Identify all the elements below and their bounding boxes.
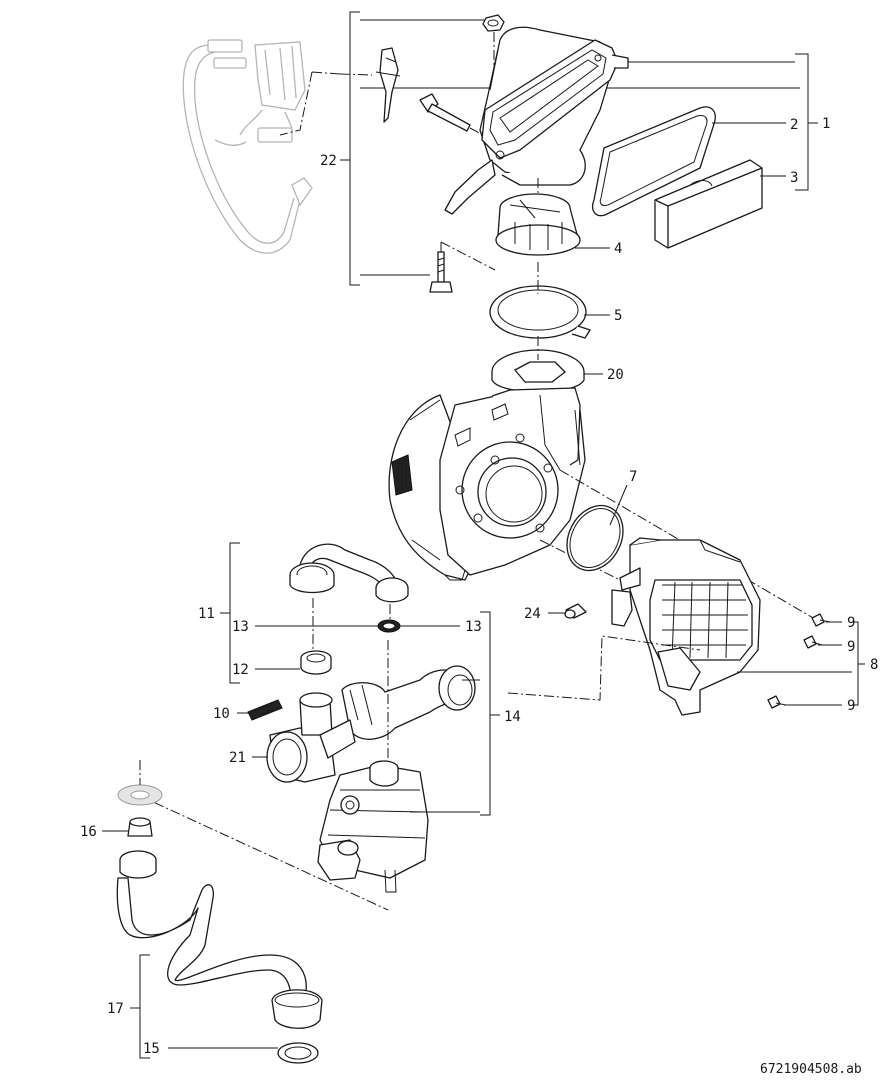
callout-20: 20 (607, 367, 624, 383)
screw-9-a (811, 613, 831, 627)
gas-pipe-14 (341, 665, 476, 740)
callout-14: 14 (504, 709, 521, 725)
callout-7: 7 (629, 469, 637, 485)
screw-diagonal (419, 93, 471, 132)
callout-labels: 1 2 3 4 5 20 7 24 9 9 8 9 22 11 13 13 12… (80, 116, 878, 1057)
bracket-14 (480, 611, 500, 816)
bracket-1 (795, 53, 818, 191)
clip-axis (339, 73, 373, 76)
bracket-17 (130, 954, 150, 1059)
callout-11: 11 (198, 606, 215, 622)
callout-16: 16 (80, 824, 97, 840)
cover-8 (611, 537, 761, 716)
callout-9-c: 9 (847, 698, 855, 714)
callout-8: 8 (870, 657, 878, 673)
callout-9-b: 9 (847, 639, 855, 655)
callout-2: 2 (790, 117, 798, 133)
gasket-2 (591, 106, 716, 217)
bolt-axis (440, 241, 496, 271)
callout-1: 1 (822, 116, 830, 132)
arrow-10 (247, 699, 283, 721)
callout-9-a: 9 (847, 615, 855, 631)
callout-5: 5 (614, 308, 622, 324)
bracket-11 (220, 542, 240, 684)
connector-21 (266, 692, 356, 783)
fan-housing (388, 387, 586, 581)
electrode-clip (375, 47, 401, 123)
valve-diagonal-axis (137, 794, 389, 911)
washer-top (117, 784, 163, 806)
fitting-24 (564, 603, 587, 619)
oring-7 (566, 504, 624, 572)
callout-17: 17 (107, 1001, 124, 1017)
callout-15: 15 (143, 1041, 160, 1057)
callout-10: 10 (213, 706, 230, 722)
callout-4: 4 (614, 241, 622, 257)
air-inlet-housing (444, 26, 629, 215)
document-number: 6721904508.ab (760, 1062, 862, 1077)
screw-9-c (767, 695, 787, 709)
callout-3: 3 (790, 170, 798, 186)
supply-pipe-17 (116, 850, 323, 1029)
ignition-cable-ghost (182, 39, 313, 254)
callout-24: 24 (524, 606, 541, 622)
filter-3 (654, 159, 763, 249)
callout-13-a: 13 (232, 619, 249, 635)
cover-axis (507, 635, 701, 701)
screw-9-b (803, 635, 823, 649)
nut-top (482, 14, 505, 32)
cable-axis-line (279, 71, 341, 136)
bend-pipe (289, 543, 409, 603)
seal-13 (377, 619, 401, 633)
sleeve-12 (300, 650, 332, 675)
oring-5 (489, 285, 591, 339)
seal-15 (277, 1042, 319, 1064)
callout-22: 22 (320, 153, 337, 169)
venturi-4 (495, 193, 581, 256)
callout-12: 12 (232, 662, 249, 678)
leader-lines (102, 61, 865, 1049)
callout-21: 21 (229, 750, 246, 766)
long-bolt (429, 251, 453, 293)
nut-16 (127, 817, 153, 837)
callout-13-b: 13 (465, 619, 482, 635)
gas-valve-body (317, 760, 429, 893)
